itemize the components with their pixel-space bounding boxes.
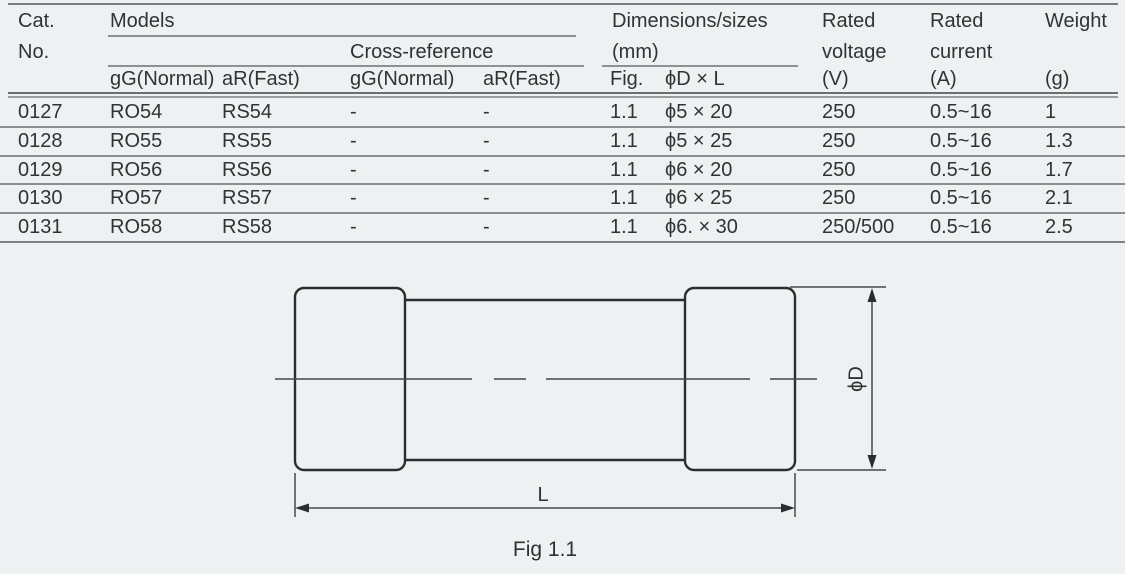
- cell-voltage: 250: [822, 101, 856, 123]
- subheader-size: ϕD × L: [665, 68, 725, 90]
- cell-size: ϕ5 × 25: [665, 129, 733, 152]
- cell-cat-no: 0129: [18, 158, 63, 181]
- col-header-rated-current: Rated current: [930, 10, 993, 63]
- cell-voltage: 250: [822, 158, 856, 181]
- cell-cross-ar: -: [483, 158, 490, 181]
- cell-weight: 1.7: [1045, 158, 1073, 181]
- table-row: 0131 RO58 RS58 - - 1.1 ϕ6. × 30 250/500 …: [0, 214, 1125, 243]
- col-header-models: Models: [110, 10, 175, 32]
- cell-size: ϕ5 × 20: [665, 101, 733, 123]
- header-separator-line: [8, 92, 1118, 94]
- cell-cross-ar: -: [483, 101, 490, 123]
- sub-header-row: gG(Normal) aR(Fast) gG(Normal) aR(Fast) …: [0, 66, 1125, 92]
- table-body: 0127 RO54 RS54 - - 1.1 ϕ5 × 20 250 0.5~1…: [0, 99, 1125, 243]
- cell-voltage: 250/500: [822, 216, 895, 239]
- arrow-up-icon: [867, 288, 877, 302]
- cell-fig: 1.1: [610, 129, 638, 152]
- cell-cat-no: 0128: [18, 129, 63, 152]
- subheader-cross-ar: aR(Fast): [483, 68, 561, 90]
- cell-size: ϕ6 × 25: [665, 187, 733, 210]
- cell-size: ϕ6 × 20: [665, 158, 733, 181]
- subheader-voltage-unit: (V): [822, 68, 849, 90]
- cell-current: 0.5~16: [930, 187, 992, 210]
- cell-model-gg: RO58: [110, 216, 163, 239]
- cell-cat-no: 0131: [18, 216, 63, 239]
- cell-cross-gg: -: [350, 129, 357, 152]
- cell-current: 0.5~16: [930, 158, 992, 181]
- cell-voltage: 250: [822, 187, 856, 210]
- cell-fig: 1.1: [610, 216, 638, 239]
- cell-model-ar: RS55: [222, 129, 273, 152]
- cell-current: 0.5~16: [930, 101, 992, 123]
- cell-cross-gg: -: [350, 158, 357, 181]
- cell-current: 0.5~16: [930, 216, 992, 239]
- dimensions-underline: [602, 65, 798, 67]
- subheader-weight-unit: (g): [1045, 68, 1070, 90]
- length-label: L: [537, 484, 548, 506]
- cell-current: 0.5~16: [930, 129, 992, 152]
- no-label: No.: [18, 41, 50, 63]
- page-bottom-margin: [0, 574, 1125, 579]
- cell-model-gg: RO56: [110, 158, 163, 181]
- table-row: 0127 RO54 RS54 - - 1.1 ϕ5 × 20 250 0.5~1…: [0, 99, 1125, 128]
- cell-cross-gg: -: [350, 101, 357, 123]
- cell-model-gg: RO57: [110, 187, 163, 210]
- cell-fig: 1.1: [610, 101, 638, 123]
- spec-table: Cat. No. Models Cross-reference Dimensio…: [0, 0, 1125, 245]
- cell-size: ϕ6. × 30: [665, 216, 738, 239]
- cell-model-ar: RS56: [222, 158, 273, 181]
- col-header-cat-no: Cat. No.: [18, 6, 55, 68]
- cell-model-ar: RS57: [222, 187, 273, 210]
- arrow-left-icon: [295, 503, 309, 513]
- col-header-dimensions: Dimensions/sizes (mm): [612, 10, 768, 63]
- cell-voltage: 250: [822, 129, 856, 152]
- table-row: 0129 RO56 RS56 - - 1.1 ϕ6 × 20 250 0.5~1…: [0, 157, 1125, 186]
- cell-cat-no: 0127: [18, 101, 63, 123]
- cell-fig: 1.1: [610, 187, 638, 210]
- col-header-cross-reference: Cross-reference: [350, 41, 494, 63]
- arrow-right-icon: [781, 503, 795, 513]
- cell-cross-ar: -: [483, 216, 490, 239]
- subheader-fig: Fig.: [610, 68, 644, 90]
- cell-model-gg: RO54: [110, 101, 163, 123]
- table-top-border: [8, 3, 1118, 5]
- subheader-models-ar: aR(Fast): [222, 68, 300, 90]
- arrow-down-icon: [867, 455, 877, 469]
- cell-weight: 2.5: [1045, 216, 1073, 239]
- cell-cross-ar: -: [483, 187, 490, 210]
- col-header-weight: Weight: [1045, 10, 1107, 32]
- cell-model-ar: RS54: [222, 101, 273, 123]
- figure-caption: Fig 1.1: [513, 538, 577, 561]
- cell-cross-ar: -: [483, 129, 490, 152]
- subheader-cross-gg: gG(Normal): [350, 68, 455, 90]
- table-row: 0128 RO55 RS55 - - 1.1 ϕ5 × 25 250 0.5~1…: [0, 128, 1125, 157]
- cell-cross-gg: -: [350, 187, 357, 210]
- cross-reference-underline: [108, 65, 584, 67]
- cell-weight: 1: [1045, 101, 1057, 123]
- models-group-underline: [108, 35, 576, 37]
- cat-label: Cat.: [18, 10, 55, 32]
- cell-model-gg: RO55: [110, 129, 163, 152]
- cell-weight: 1.3: [1045, 129, 1073, 152]
- header-separator-line-2: [8, 96, 1118, 98]
- subheader-current-unit: (A): [930, 68, 957, 90]
- cell-model-ar: RS58: [222, 216, 273, 239]
- cell-cat-no: 0130: [18, 187, 63, 210]
- subheader-models-gg: gG(Normal): [110, 68, 215, 90]
- diameter-label: ϕD: [845, 366, 867, 392]
- col-header-rated-voltage: Rated voltage: [822, 10, 887, 63]
- cell-fig: 1.1: [610, 158, 638, 181]
- table-row: 0130 RO57 RS57 - - 1.1 ϕ6 × 25 250 0.5~1…: [0, 185, 1125, 215]
- cell-cross-gg: -: [350, 216, 357, 239]
- cell-weight: 2.1: [1045, 187, 1073, 210]
